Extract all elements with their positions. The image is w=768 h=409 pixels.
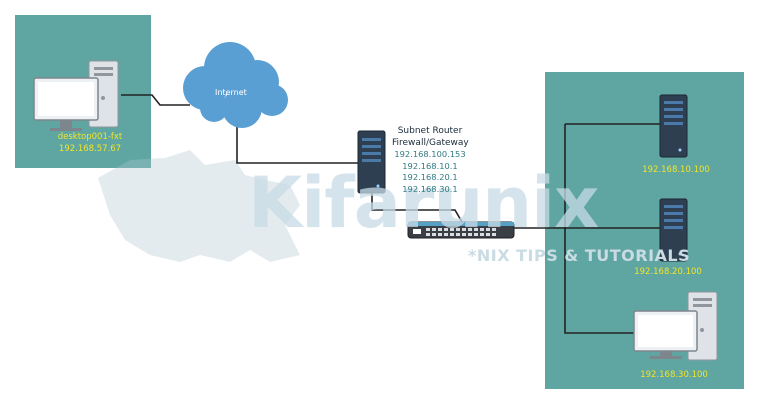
router-ip: 192.168.20.1 [402, 172, 458, 182]
watermark-tagline: *NIX TIPS & TUTORIALS [468, 246, 691, 265]
router-ip: 192.168.100.153 [394, 149, 466, 159]
server-10-ip: 192.168.10.100 [642, 165, 710, 175]
server-20-ip: 192.168.20.100 [634, 267, 702, 277]
internet-cloud-icon [183, 42, 288, 128]
network-switch-icon [407, 221, 515, 239]
router-title-2: Firewall/Gateway [392, 137, 469, 148]
server-10-icon [659, 94, 688, 158]
router-ip: 192.168.10.1 [402, 160, 458, 171]
desktop-ip: 192.168.57.67 [58, 144, 122, 154]
workstation-computer-icon [633, 291, 718, 361]
server-20-icon [659, 198, 688, 262]
network-links [121, 94, 660, 334]
rhino-watermark [98, 150, 300, 262]
router-firewall-icon [357, 130, 386, 194]
router-title-1: Subnet Router [397, 126, 463, 136]
router-labels: Subnet Router Firewall/Gateway 192.168.1… [392, 126, 469, 195]
router-ip: 192.168.30.1 [402, 183, 458, 194]
internet-label: Internet [215, 88, 247, 97]
workstation-ip: 192.168.30.100 [640, 370, 708, 380]
desktop-computer-icon [33, 60, 119, 131]
desktop-hostname: desktop001-fxt [57, 132, 123, 142]
watermark-brand: Kifarunix [248, 162, 599, 244]
